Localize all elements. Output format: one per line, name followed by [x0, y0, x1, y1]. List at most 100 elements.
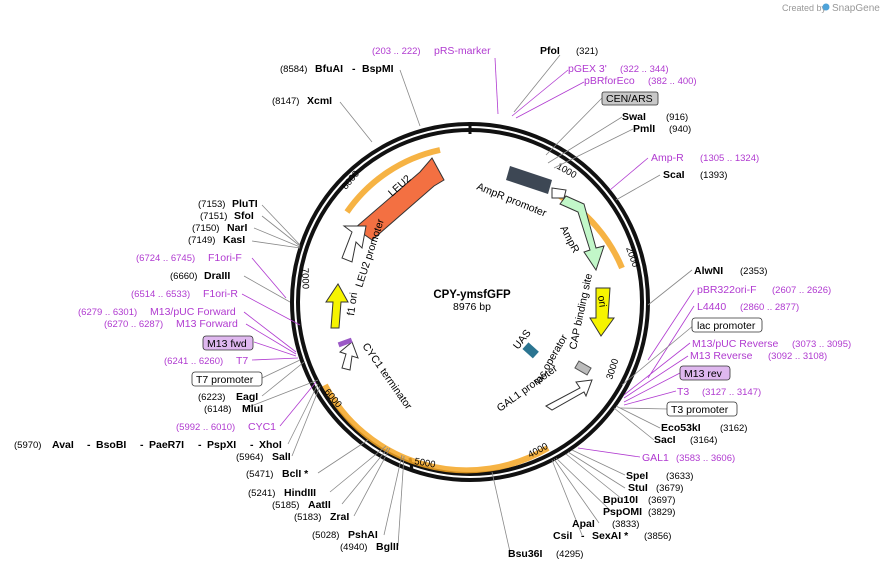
m13-reverse-range: (3092 .. 3108): [768, 351, 827, 362]
zrai-site-num: (5183): [294, 512, 321, 523]
f1orif-label: F1ori-F: [208, 252, 242, 264]
cen-ars-box: [601, 91, 659, 106]
lac-promoter-tag-label: lac promoter: [697, 320, 756, 332]
nari-site-num: (7150): [192, 223, 219, 234]
pmli-site-label: PmlI: [633, 123, 655, 135]
alwni-site-label: AlwNI: [694, 265, 723, 277]
f1orir-label: F1ori-R: [203, 288, 238, 300]
m13puc-rev-label: M13/pUC Reverse: [692, 338, 779, 350]
l4440-label: L4440: [697, 301, 726, 313]
pfoi-site-label: PfoI: [540, 45, 560, 57]
watermark-created-by: Created by: [782, 3, 827, 13]
mlui-site-num: (6148): [204, 404, 231, 415]
cyc1-terminator-label: CYC1 terminator: [360, 341, 415, 412]
draiii-site-num: (6660): [170, 271, 197, 282]
bsu36i-site-label: Bsu36I: [508, 548, 543, 560]
apai-site-label: ApaI: [572, 518, 595, 530]
ampr-promoter-arrow: [551, 187, 567, 199]
t3-range: (3127 .. 3147): [702, 387, 761, 398]
m13-fwd-mark: [337, 337, 353, 348]
sfoi-site-label: SfoI: [234, 210, 254, 222]
m13-rev-tag: [679, 365, 731, 381]
zrai-site-label: ZraI: [330, 511, 349, 523]
ori-label: ori: [595, 295, 609, 308]
gal1-label: GAL1: [642, 452, 669, 464]
cap-site-label: CAP binding site: [567, 272, 595, 350]
stui-site-label: StuI: [628, 482, 648, 494]
pbrforeco-range: (382 .. 400): [648, 76, 697, 87]
f1-ori-arrow: [325, 283, 349, 329]
pspomi-site-label: PspOMI: [603, 506, 642, 518]
avai-site-label: AvaI: [52, 439, 74, 451]
m13-forward-label: M13 Forward: [176, 318, 238, 330]
prs-marker-range: (203 .. 222): [372, 46, 421, 57]
uas-box: [522, 342, 539, 359]
t7-label: T7: [236, 355, 248, 367]
stui-site-num: (3679): [656, 483, 683, 494]
f1-ori-label: f1 ori: [345, 292, 360, 317]
cyc1-terminator-arrow: [338, 341, 359, 371]
watermark-brand: SnapGene: [832, 3, 880, 14]
ampr-arrow: [559, 195, 605, 272]
sali-site-label: SalI: [272, 451, 291, 463]
spei-site-num: (3633): [666, 471, 693, 482]
pmli-site-num: (940): [669, 124, 691, 135]
m13puc-fwd-label: M13/pUC Forward: [150, 306, 236, 318]
xcmi-site-num: (8147): [272, 96, 299, 107]
xhoi-site-label: XhoI: [259, 439, 282, 451]
right-leaders: [491, 54, 695, 553]
nari-site-label: NarI: [227, 222, 248, 234]
lac-promoter-tag: [691, 317, 763, 333]
lac-promoter-box: [574, 360, 592, 376]
tick-3000: 3000: [604, 357, 621, 381]
bsobi-site-label: BsoBI: [96, 439, 126, 451]
t7-promoter-tag-label: T7 promoter: [196, 374, 254, 386]
aatii-site-label: AatII: [308, 499, 331, 511]
csii-sep: -: [581, 530, 585, 542]
m13puc-rev-range: (3073 .. 3095): [792, 339, 851, 350]
pgex-label: pGEX 3': [568, 63, 607, 75]
tick-5000: 5000: [413, 456, 436, 471]
f1orir-range: (6514 .. 6533): [131, 289, 190, 300]
ampr-label: AmpR: [557, 224, 581, 256]
swai-site-num: (916): [666, 112, 688, 123]
ampr-promoter-box: [506, 166, 552, 194]
avai-site-num: (5970): [14, 440, 41, 451]
t3-promoter-tag: [666, 401, 738, 417]
sali-site-num: (5964): [236, 452, 263, 463]
bglii-site-label: BglII: [376, 541, 399, 553]
pgex-range: (322 .. 344): [620, 64, 669, 75]
eco53ki-site-label: Eco53kI: [661, 422, 701, 434]
bfuai-sep: -: [352, 63, 356, 75]
pbr322-label: pBR322ori-F: [697, 284, 757, 296]
leu2-arrow: [354, 157, 445, 241]
kasi-site-label: KasI: [223, 234, 245, 246]
bspmi-site-label: BspMI: [362, 63, 394, 75]
ampr-primer-range: (1305 .. 1324): [700, 153, 759, 164]
leu2-highlight: [344, 147, 441, 214]
avai-sep-1: -: [87, 439, 91, 451]
bglii-site-num: (4940): [340, 542, 367, 553]
pfoi-site-num: (321): [576, 46, 598, 57]
xcmi-site-label: XcmI: [307, 95, 332, 107]
ori-arrow: [589, 287, 615, 337]
csii-site-num: (3856): [644, 531, 671, 542]
m13-fwd-tag: [202, 335, 254, 351]
bsu36i-site-num: (4295): [556, 549, 583, 560]
gal1-promoter-arrow: [545, 379, 593, 411]
m13-rev-tag-label: M13 rev: [684, 368, 723, 380]
swai-site-label: SwaI: [622, 111, 646, 123]
bfuai-site-label: BfuAI: [315, 63, 343, 75]
bpu10i-site-label: Bpu10I: [603, 494, 638, 506]
m13-reverse-label: M13 Reverse: [690, 350, 753, 362]
alwni-site-num: (2353): [740, 266, 767, 277]
scai-site-num: (1393): [700, 170, 727, 181]
bcli-site-num: (5471): [246, 469, 273, 480]
t3-label: T3: [677, 386, 689, 398]
ampr-primer-label: Amp-R: [651, 152, 684, 164]
prs-marker-label: pRS-marker: [434, 45, 491, 57]
sfoi-site-num: (7151): [200, 211, 227, 222]
avai-sep-4: -: [250, 439, 254, 451]
avai-sep-2: -: [140, 439, 144, 451]
mlui-site-label: MluI: [242, 403, 263, 415]
